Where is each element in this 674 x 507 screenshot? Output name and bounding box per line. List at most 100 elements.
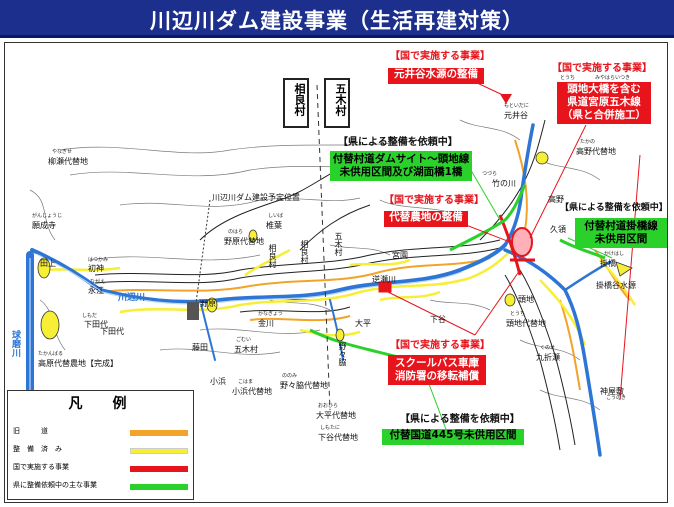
label-touchi-2: 頭地 <box>518 295 534 304</box>
label-kohama-alt: 小浜代替地 <box>232 387 272 396</box>
callout-motoidani: 元井谷水源の整備 <box>388 68 484 84</box>
callout-motoidani-head: 【国で実施する事業】 <box>390 51 490 62</box>
label-ganjoji: 願成寺 <box>32 221 56 230</box>
title-bar: 川辺川ダム建設事業（生活再建対策） <box>0 0 674 38</box>
label-nonowaki-2: 野々脇 <box>338 342 347 366</box>
label-gomui: 五木村 <box>234 345 258 354</box>
label-touchi: 頭地代替地 <box>506 319 546 328</box>
label-nagae-ruby: ながえ <box>90 279 106 285</box>
label-hatsugami: 初神 <box>88 264 104 273</box>
callout-school-line-1: スクールバス車庫 <box>395 357 479 369</box>
label-gomui-ruby: ごむい <box>236 337 252 343</box>
callout-tsukegae-head: 【県による整備を依頼中】 <box>338 137 458 148</box>
label-kanagyo: 金川 <box>258 319 274 328</box>
label-nagae: 永江 <box>88 286 104 295</box>
callout-kakehashi-head: 【県による整備を依頼中】 <box>560 203 668 213</box>
label-shinden: 逆瀬川 <box>372 275 396 284</box>
label-tateuchi: 竹の川 <box>492 179 516 188</box>
callout-tsukegae: 付替村道ダムサイト～頭地線 未供用区間及び湖面橋1橋 <box>330 151 472 181</box>
label-shiiba-ruby: しいば <box>268 213 284 219</box>
label-kakehashi-source: 掛橋谷水源 <box>596 281 636 290</box>
label-kunoseki: 九折瀬 <box>536 353 560 362</box>
label-tanokami: 田上 <box>40 259 56 268</box>
label-kuma-river: 球磨川 <box>10 330 20 357</box>
label-shiiba: 椎葉 <box>266 221 282 230</box>
label-itsuki-village: 五木村 <box>324 78 350 128</box>
label-ohira-ruby: おおひら <box>318 403 339 409</box>
label-ganjoji-ruby: がんじょうじ <box>32 213 63 219</box>
national-projects <box>378 214 535 293</box>
label-motoi: 元井谷 <box>504 111 528 120</box>
label-takahara: 高原代替農地【完成】 <box>38 359 118 368</box>
label-dam: 野原 <box>200 299 216 308</box>
legend: 凡 例 旧 道 整 備 済 み 国で実施する事業 県に整備依頼中の主な事業 <box>7 390 194 500</box>
legend-swatch-old-road <box>130 430 188 436</box>
callout-touchi-line-3: （県と合併施工） <box>562 109 646 121</box>
callout-touchi-line-1: 頭地大橋を含む <box>567 83 641 95</box>
callout-kokudo: 付替国道445号未供用区間 <box>382 429 524 445</box>
label-kounoki-ruby: こうのき <box>606 395 626 401</box>
label-takano: 高野代替地 <box>576 147 616 156</box>
label-aizaki: 相良村 <box>300 240 309 264</box>
municipal-boundary <box>316 84 331 411</box>
page-title: 川辺川ダム建設事業（生活再建対策） <box>150 9 524 33</box>
alternative-sites <box>37 151 549 342</box>
callout-nouchi-head: 【国で実施する事業】 <box>384 195 484 206</box>
legend-row-old-road: 旧 道 <box>8 423 195 441</box>
label-touchi-ruby: とうち <box>510 311 526 317</box>
label-shimoda-ruby: しもだ <box>82 313 98 319</box>
dam-site-line <box>194 199 211 311</box>
legend-label-national: 国で実施する事業 <box>13 463 69 471</box>
label-ohira: 大平代替地 <box>316 411 356 420</box>
label-itsuki-2: 五木村 <box>334 232 343 256</box>
legend-row-completed: 整 備 済 み <box>8 441 195 459</box>
legend-swatch-prefecture <box>130 484 188 490</box>
legend-swatch-national <box>130 466 188 472</box>
label-sagara-village: 相良村 <box>283 78 309 128</box>
label-shimoda: 下田代 <box>84 320 108 329</box>
label-takahara-ruby: たかんばる <box>38 351 64 357</box>
label-kohama: 小浜 <box>210 377 226 386</box>
label-shimotani-2: 下谷 <box>430 315 446 324</box>
legend-row-national: 国で実施する事業 <box>8 459 195 477</box>
label-tsuzura: つづら <box>482 171 498 177</box>
callout-tsukegae-line-1: 付替村道ダムサイト～頭地線 <box>332 153 470 165</box>
label-shimotani-ruby: しもたに <box>320 425 341 431</box>
callout-touchi-ruby: とうち みやはらいつき <box>560 75 631 81</box>
callout-school: スクールバス車庫 消防署の移転補償 <box>388 355 486 385</box>
label-shimoda-2: 下田代 <box>100 327 124 336</box>
legend-title: 凡 例 <box>68 396 135 412</box>
label-hatsugami-ruby: はつかみ <box>88 257 109 263</box>
legend-label-completed: 整 備 済 み <box>13 445 62 453</box>
label-kawabe-river: 川辺川 <box>118 293 146 303</box>
dam-marker <box>187 302 199 320</box>
label-nohara-ruby: のはら <box>228 229 244 235</box>
label-kanagyo-ruby: かなぎょう <box>258 311 283 317</box>
callout-nouchi: 代替農地の整備 <box>384 211 468 227</box>
legend-swatch-completed <box>130 448 188 454</box>
label-kunoseki-ruby: くのせ <box>540 345 556 351</box>
callout-tsukegae-line-2: 未供用区間及び湖面橋1橋 <box>339 166 463 178</box>
callout-kakehashi-line-1: 付替村道掛橋線 <box>584 220 658 232</box>
label-yanagise: 柳瀬代替地 <box>48 157 88 166</box>
label-kakehashi-ruby: かけはし <box>604 251 625 257</box>
label-tachi: 藤田 <box>192 343 208 352</box>
label-takano-2: 高野 <box>548 195 564 204</box>
callout-kakehashi: 付替村道掛橋線 未供用区間 <box>575 218 667 248</box>
label-ohira-2: 大平 <box>355 319 371 328</box>
callout-kokudo-head: 【県による整備を依頼中】 <box>400 414 520 425</box>
callout-touchi-line-2: 県道宮原五木線 <box>567 96 641 108</box>
label-nonomi-ruby: ののみ <box>282 373 298 379</box>
label-damsite: 川辺川ダム建設予定位置 <box>212 193 300 202</box>
legend-row-prefecture: 県に整備依頼中の主な事業 <box>8 477 195 495</box>
label-takano-ruby: たかの <box>580 139 596 145</box>
callout-touchi-head: 【国で実施する事業】 <box>552 63 652 74</box>
label-kounoki: 神屋敷 <box>600 387 624 396</box>
label-shimotani: 下谷代替地 <box>318 433 358 442</box>
callout-school-line-2: 消防署の移転補償 <box>395 370 479 382</box>
kakehashi-source-icon <box>615 261 633 277</box>
label-nohara: 野原代替地 <box>224 237 264 246</box>
label-sakasegawa: 宮園 <box>392 251 408 260</box>
callout-kakehashi-line-2: 未供用区間 <box>594 233 648 245</box>
